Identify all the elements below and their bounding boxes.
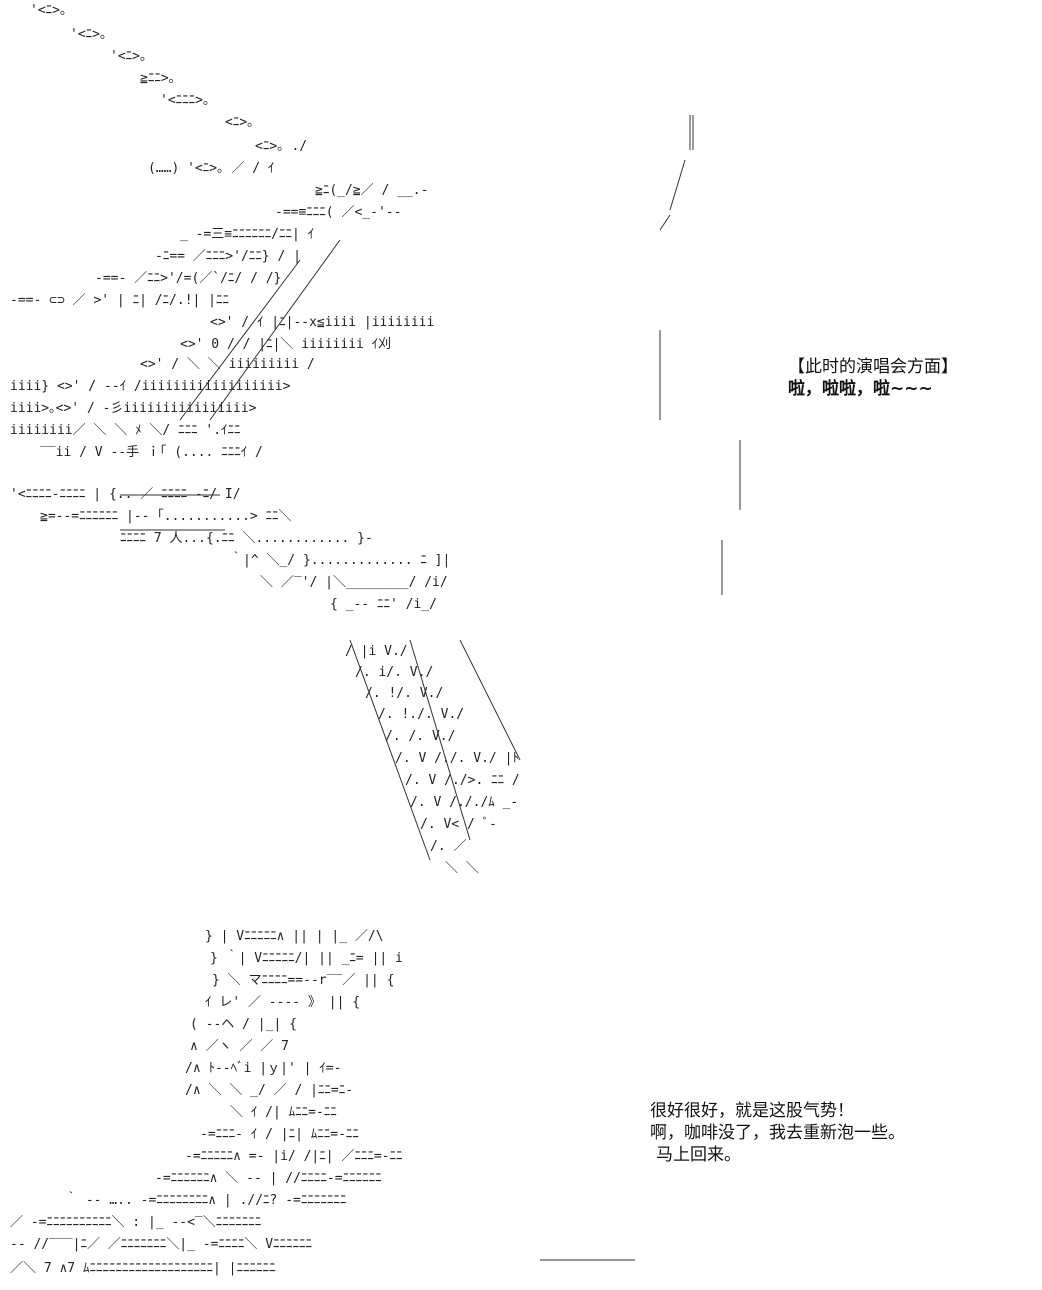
art-line: /. /. V./: [385, 729, 455, 744]
art-line: /. !./. V./: [378, 707, 464, 722]
art-line: ｀|^ ＼_/ }............. ﾆ ]|: [230, 551, 450, 568]
sweep-line-1: [179, 259, 301, 421]
sweep-line-2: [209, 239, 341, 421]
art-line: (……) '<ﾆ>｡ ／ / ｲ: [148, 161, 274, 176]
art-line: '<ﾆ>｡: [30, 3, 66, 18]
art-line: ≧=--=ﾆﾆﾆﾆﾆﾆ |-- ｢...........> ﾆﾆ＼: [40, 509, 292, 524]
art-line: ／ -=ﾆﾆﾆﾆﾆﾆﾆﾆﾆﾆ＼ : |_ --<‾＼ﾆﾆﾆﾆﾆﾆﾆ: [10, 1215, 261, 1230]
art-line: /. V< / ﾞ-: [420, 817, 497, 832]
art-line: <>' 0 / / |ﾆ|＼ iiiiiiii ｲ刈: [180, 337, 391, 352]
art-line: -=ﾆﾆﾆﾆﾆ∧ =- |i/ /|ﾆ| ／ﾆﾆﾆ=-ﾆﾆ: [185, 1149, 403, 1164]
art-line: /. i/. V./: [355, 665, 433, 680]
art-line: ｲ レ' ／ ---- 》 || {: [205, 995, 360, 1010]
spear-tip-left: [669, 159, 686, 211]
art-line: ＼ ＼: [445, 861, 479, 876]
figure-right-leg: [459, 639, 521, 761]
art-line: /. V /./. V./ |ﾄ: [395, 751, 519, 766]
art-line: <ﾆ>｡ ./: [255, 139, 307, 154]
art-line: ( --ヘ / |_| {: [190, 1017, 297, 1032]
art-line: /. V /././ﾑ _-: [410, 795, 518, 810]
art-line: ≧ﾆ(_/≧／ / __.-: [315, 183, 428, 198]
art-line: { _-- ﾆﾆ' /i_/: [330, 597, 437, 612]
art-line: /. ／: [430, 839, 466, 854]
art-line: } ｀| Vﾆﾆﾆﾆﾆ/| || _ﾆ= || i: [210, 949, 403, 966]
art-line: -=ﾆﾆﾆﾆﾆﾆ∧ ＼ -- | //ﾆﾆﾆﾆ-=ﾆﾆﾆﾆﾆﾆ: [155, 1171, 382, 1186]
art-line: /∧ ＼ ＼ _/ ／ / |ﾆﾆ=ﾆ-: [185, 1083, 353, 1098]
art-line: } | Vﾆﾆﾆﾆﾆ∧ || | |_ ／/\: [205, 929, 384, 944]
art-line: -=ﾆﾆﾆ- ｲ / |ﾆ| ﾑﾆﾆ=-ﾆﾆ: [200, 1127, 359, 1142]
art-line: /∧ ﾄ--ﾍﾞi |ｙ|' | ｲ=-: [185, 1061, 341, 1076]
art-line: / |i V./: [345, 644, 408, 659]
concert-caption-title: 【此时的演唱会方面】: [788, 357, 958, 377]
art-line: iiii>｡<>' / -彡iiiiiiiiiiiiiiii>: [10, 401, 257, 416]
art-line: -- //‾‾‾|ﾆ／ ／ﾆﾆﾆﾆﾆﾆﾆ＼|_ -=ﾆﾆﾆﾆ＼ Vﾆﾆﾆﾆﾆﾆ: [10, 1237, 312, 1252]
figure-left-leg: [349, 639, 431, 861]
art-line: -==≡ﾆﾆﾆ( ／<_-'--: [275, 205, 401, 220]
art-line: ｀ -- ….. -=ﾆﾆﾆﾆﾆﾆﾆﾆ∧ | .//ﾆ? -=ﾆﾆﾆﾆﾆﾆﾆ: [65, 1191, 346, 1208]
art-line: '<ﾆ>｡: [110, 49, 146, 64]
art-line: -==- ／ﾆﾆ>'/=(／`/ﾆ/ / /}: [95, 271, 281, 286]
dialogue-caption: 很好很好，就是这股气势！ 啊，咖啡没了，我去重新泡一些。 马上回来。: [650, 1100, 905, 1166]
spear-point: [659, 214, 671, 231]
art-line: iiii} <>' / --ｲ /iiiiiiiiiiiiiiiiii>: [10, 379, 291, 394]
art-line: <ﾆ>｡: [225, 115, 254, 130]
concert-caption-singing: 啦，啦啦，啦~~~: [788, 379, 933, 399]
art-line: -==- ⊂⊃ ／ >' | ﾆ| /ﾆ/.!| |ﾆﾆ: [10, 293, 229, 308]
art-line: ‾‾ii / V --手 ｉ｢ (.... ﾆﾆﾆｲ /: [40, 445, 263, 460]
art-line: iiiiiiii／ ＼ ＼ ﾒ ＼/ ﾆﾆﾆ '.ｲﾆﾆ: [10, 423, 241, 438]
art-line: ＼ ｲ /| ﾑﾆﾆ=-ﾆﾆ: [230, 1105, 337, 1120]
figure-inner-leg: [409, 639, 471, 841]
ascii-art-strokes: [120, 115, 741, 1261]
art-line: /. V /./>. ﾆﾆ /: [405, 773, 520, 788]
art-line: <>' / ｲ |ﾆ|--x≦iiii |iiiiiiii: [210, 315, 434, 330]
dialogue-line-1: 很好很好，就是这股气势！: [650, 1101, 854, 1121]
art-line: ／＼ 7 ∧7 ﾑﾆﾆﾆﾆﾆﾆﾆﾆﾆﾆﾆﾆﾆﾆﾆﾆﾆﾆﾆ| |ﾆﾆﾆﾆﾆﾆ: [10, 1261, 275, 1276]
dialogue-line-2: 啊，咖啡没了，我去重新泡一些。: [650, 1123, 905, 1143]
art-line: '<ﾆ>｡: [70, 27, 106, 42]
ascii-art-lines: '<ﾆ>｡ '<ﾆ>｡ '<ﾆ>｡ ≧ﾆﾆ>｡ '<ﾆﾆﾆ>｡ <ﾆ>｡<ﾆ>｡ ./ (……: [10, 3, 520, 1276]
art-line: /. !/. V./: [365, 686, 443, 701]
art-line: ＼ ／‾'/ |＼________/ /i/: [260, 575, 448, 590]
art-line: } ＼ マﾆﾆﾆﾆ==--r‾‾／ || {: [212, 973, 394, 988]
art-line: -ﾆ== ／ﾆﾆﾆ>'/ﾆﾆ} / |: [155, 249, 301, 264]
dialogue-line-3: 马上回来。: [656, 1145, 741, 1165]
concert-caption: 【此时的演唱会方面】 啦，啦啦，啦~~~: [788, 356, 958, 400]
art-line: <>' / ＼ ＼ iiiiiiiii /: [140, 357, 315, 372]
art-line: '<ﾆﾆﾆ>｡: [160, 93, 209, 108]
art-line: ﾆﾆﾆﾆ 7 人...{.ﾆﾆ ＼............ }-: [120, 531, 373, 546]
art-line: _ -=三≡ﾆﾆﾆﾆﾆﾆ/ﾆﾆ| ｲ: [180, 227, 314, 242]
art-line: ∧ ／ヽ ／ ／ 7: [190, 1039, 289, 1054]
art-line: ≧ﾆﾆ>｡: [140, 71, 175, 86]
